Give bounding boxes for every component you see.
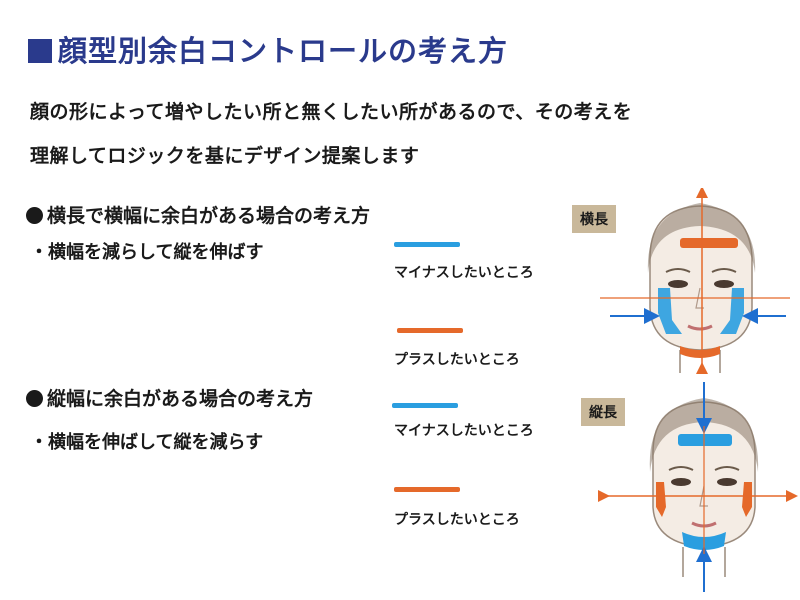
wide-left-cheek-minus bbox=[658, 288, 682, 334]
section2-heading: 縦幅に余白がある場合の考え方 bbox=[26, 384, 313, 411]
wide-forehead-plus-band bbox=[680, 238, 738, 248]
page-title-text: 顔型別余白コントロールの考え方 bbox=[58, 34, 509, 68]
section1-heading: 横長で横幅に余白がある場合の考え方 bbox=[26, 201, 370, 228]
plus-legend-label-2: プラスしたいところ bbox=[394, 512, 520, 528]
bullet-dot-icon bbox=[26, 207, 43, 224]
page-title: 顔型別余白コントロールの考え方 bbox=[28, 28, 508, 70]
intro-line-2: 理解してロジックを基にデザイン提案します bbox=[30, 145, 420, 167]
wide-face-tag: 横長 bbox=[572, 205, 616, 233]
long-face-illustration bbox=[598, 382, 798, 592]
plus-legend-line bbox=[397, 328, 463, 333]
plus-legend-label: プラスしたいところ bbox=[394, 352, 520, 368]
long-face-tag: 縦長 bbox=[581, 398, 625, 426]
wide-right-cheek-minus bbox=[720, 288, 744, 334]
section2-bullet: ・横幅を伸ばして縦を減らす bbox=[30, 432, 264, 453]
plus-legend-line-2 bbox=[394, 487, 460, 492]
minus-legend-label-2: マイナスしたいところ bbox=[394, 423, 534, 439]
long-forehead-minus-band bbox=[678, 434, 732, 446]
minus-legend-line-2 bbox=[392, 403, 458, 408]
intro-line-1: 顔の形によって増やしたい所と無くしたい所があるので、その考えを bbox=[30, 101, 633, 123]
section2-heading-text: 縦幅に余白がある場合の考え方 bbox=[47, 388, 314, 410]
section1-bullet: ・横幅を減らして縦を伸ばす bbox=[30, 242, 264, 263]
wide-face-illustration bbox=[600, 188, 790, 374]
minus-legend-label: マイナスしたいところ bbox=[394, 265, 534, 281]
bullet-dot-icon bbox=[26, 390, 43, 407]
section1-heading-text: 横長で横幅に余白がある場合の考え方 bbox=[47, 205, 371, 227]
square-bullet-icon bbox=[28, 39, 52, 63]
minus-legend-line bbox=[394, 242, 460, 247]
